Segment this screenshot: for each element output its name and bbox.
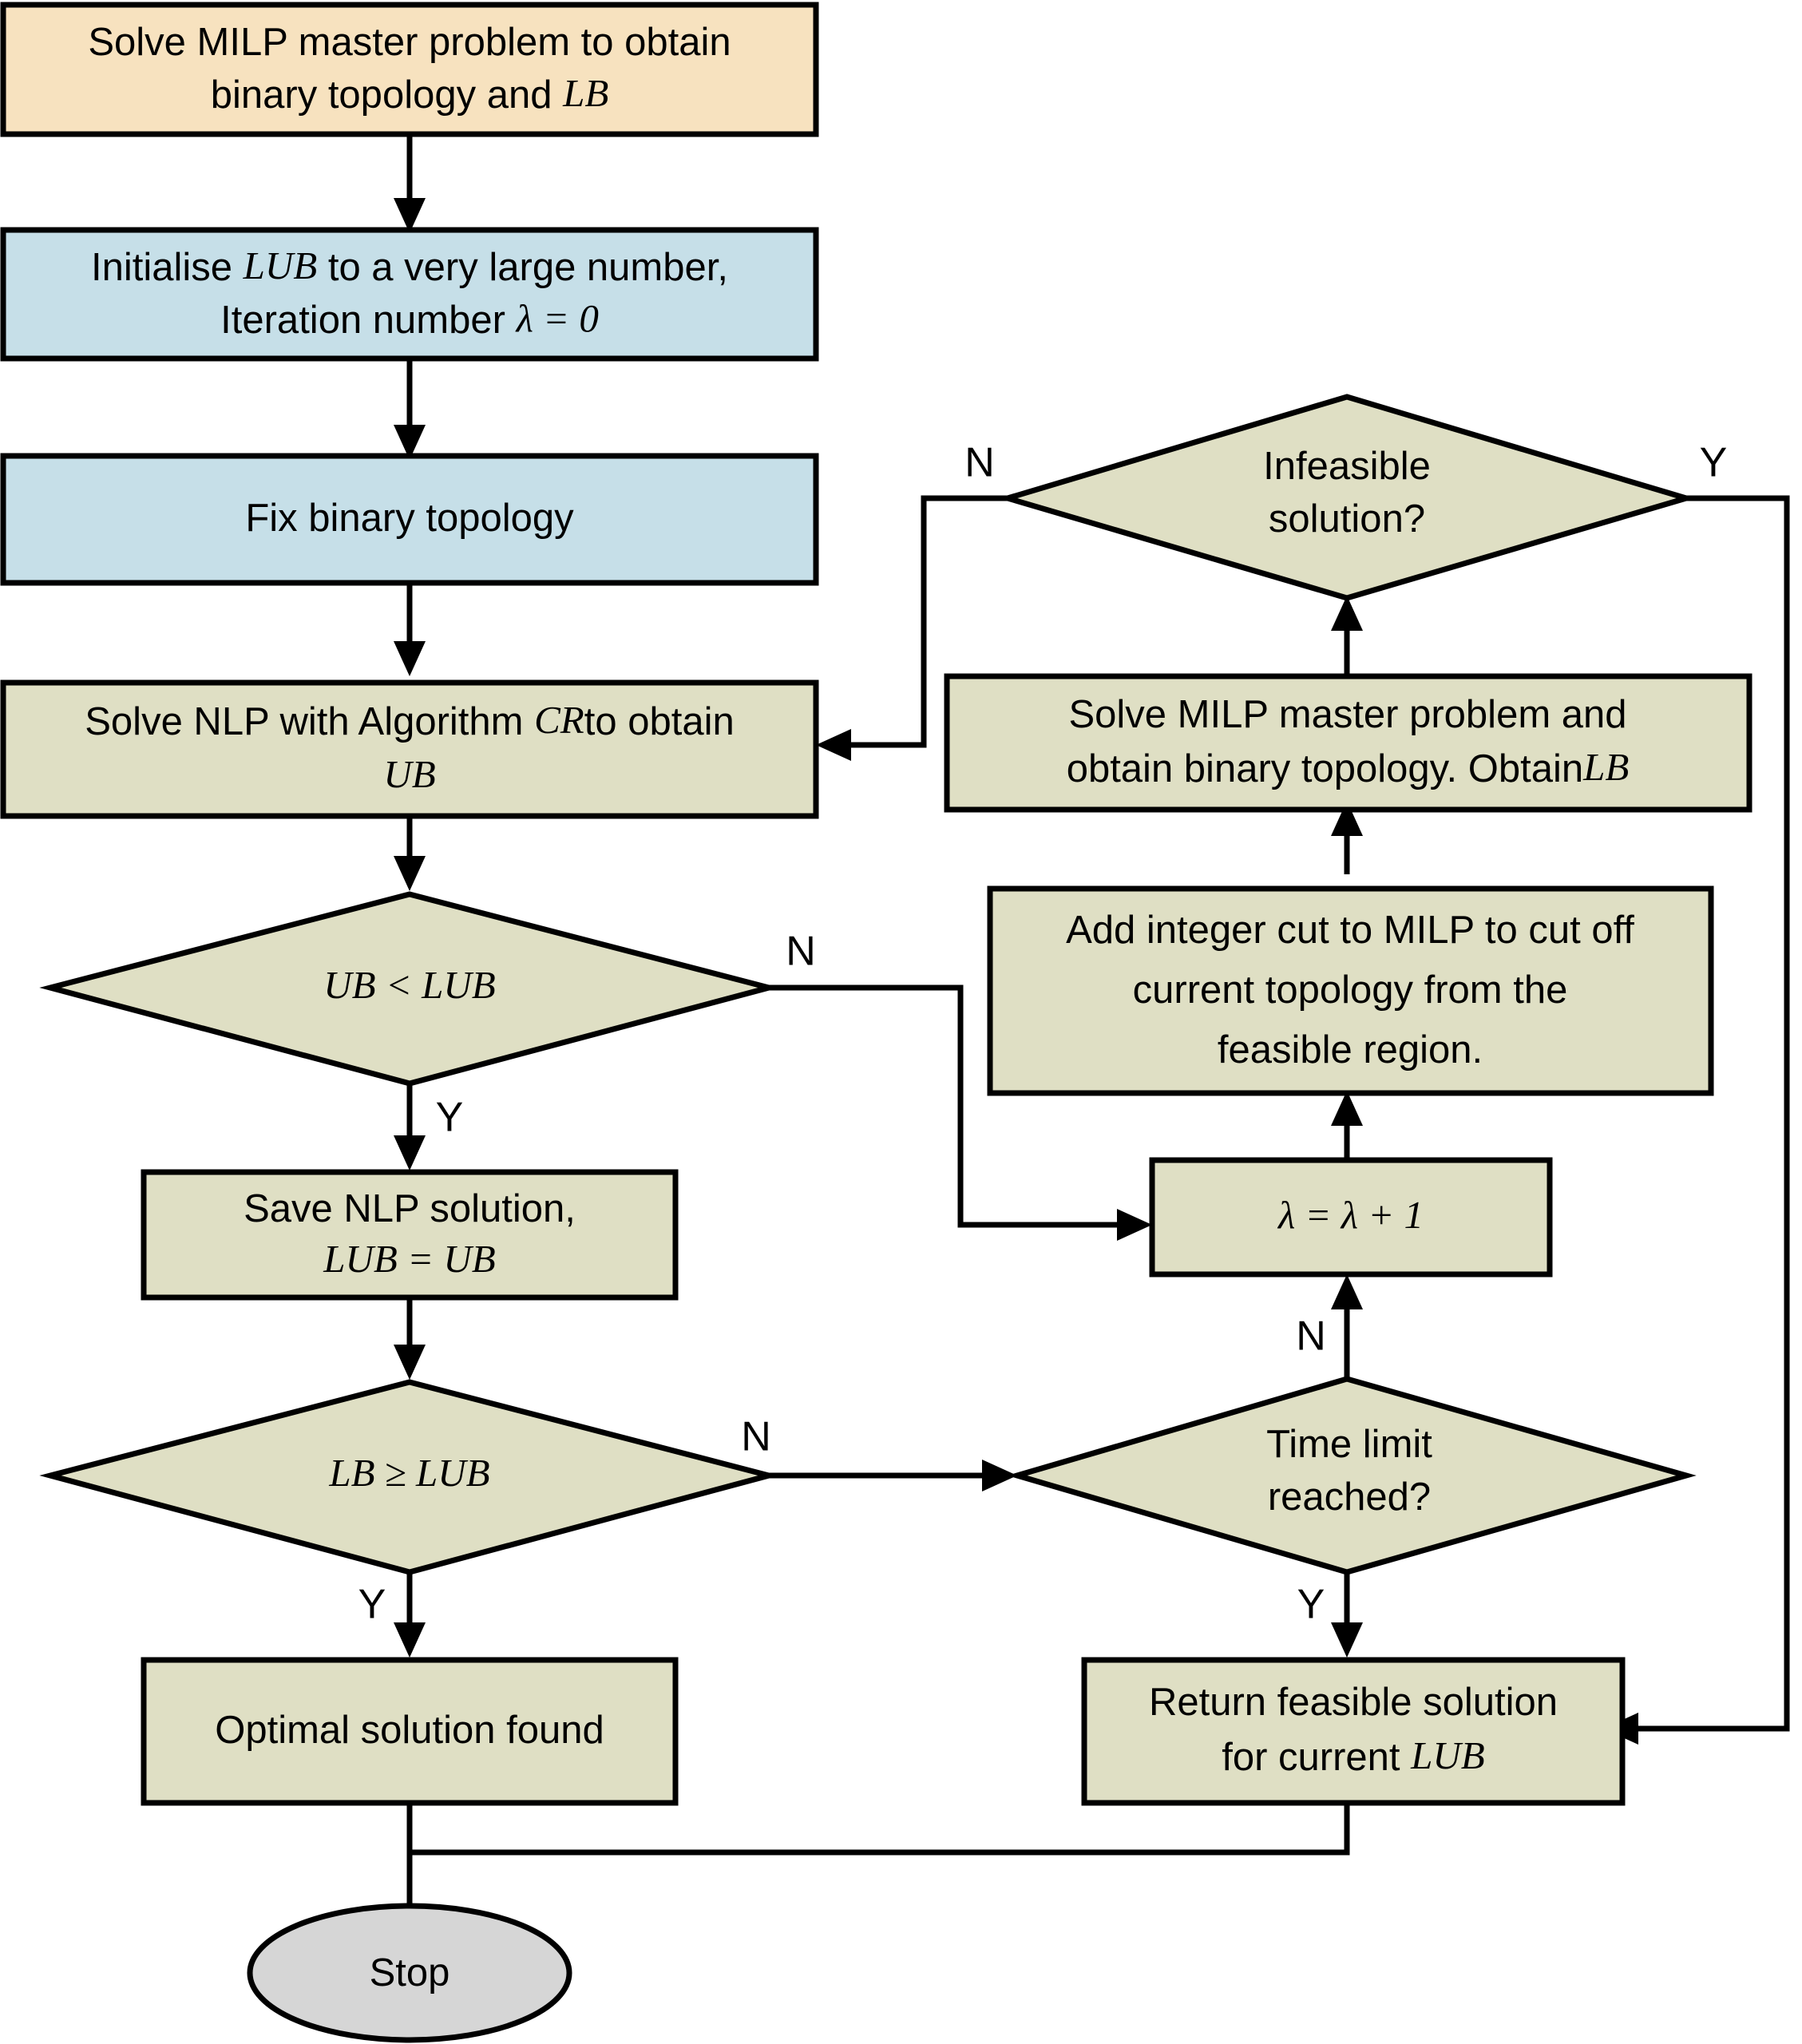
node-shape-fix-binary-topology[interactable]	[0, 453, 819, 586]
arrowhead-infeasible-no	[816, 729, 851, 761]
node-text-lb-ge-lub: LB ≥ LUB	[328, 1451, 489, 1495]
node-text-add-integer-cut-line3: feasible region.	[1218, 1028, 1483, 1072]
arrowhead-cut-to-milp	[1331, 801, 1363, 836]
node-text-stop: Stop	[370, 1951, 450, 1994]
node-solve-milp-master[interactable]: Solve MILP master problem to obtain bina…	[0, 2, 819, 137]
node-shape-save-nlp-solution[interactable]	[141, 1169, 679, 1301]
node-shape-ub-lt-lub[interactable]	[39, 891, 780, 1087]
node-text-save-nlp-solution-line2: LUB = UB	[323, 1237, 495, 1281]
node-shape-stop[interactable]	[247, 1903, 572, 2043]
branch-label-layer: N Y N Y N Y N Y	[358, 440, 1728, 1628]
node-text-solve-nlp-line1: Solve NLP with Algorithm CRto obtain	[85, 698, 734, 743]
node-ub-lt-lub[interactable]: UB < LUB	[39, 891, 780, 1087]
node-layer: Solve MILP master problem to obtain bina…	[0, 2, 1752, 2043]
branch-label-time-limit-no: N	[1296, 1313, 1326, 1360]
node-shape-solve-milp-obtain-lb[interactable]	[944, 673, 1752, 813]
node-return-feasible-solution[interactable]: Return feasible solution for current LUB	[1081, 1657, 1626, 1806]
node-text-add-integer-cut-line1: Add integer cut to MILP to cut off	[1066, 909, 1634, 952]
node-text-time-limit-reached-line1: Time limit	[1266, 1423, 1432, 1466]
node-shape-solve-nlp[interactable]	[0, 679, 819, 819]
node-text-initialise-lub-line2: Iteration number λ = 0	[220, 296, 599, 342]
node-shape-initialise-lub[interactable]	[0, 227, 819, 362]
node-save-nlp-solution[interactable]: Save NLP solution, LUB = UB	[141, 1169, 679, 1301]
arrowhead-timelimit-no	[1331, 1274, 1363, 1309]
branch-label-infeasible-yes: Y	[1700, 440, 1728, 486]
branch-label-infeasible-no: N	[964, 440, 995, 486]
node-text-fix-binary-topology: Fix binary topology	[245, 497, 574, 540]
node-shape-solve-milp-master[interactable]	[0, 2, 819, 137]
arrowhead-ublub-yes	[394, 1135, 426, 1171]
node-text-ub-lt-lub: UB < LUB	[323, 963, 495, 1007]
arrowhead-ublub-no	[1117, 1209, 1152, 1241]
node-infeasible-solution[interactable]: Infeasible solution?	[997, 394, 1697, 601]
node-text-solve-milp-obtain-lb-line2: obtain binary topology. ObtainLB	[1067, 745, 1630, 790]
node-text-initialise-lub-line1: Initialise LUB to a very large number,	[91, 244, 728, 289]
branch-label-lb-ge-lub-yes: Y	[358, 1582, 386, 1628]
node-shape-add-integer-cut[interactable]	[987, 885, 1714, 1096]
node-text-solve-milp-master-line2: binary topology and LB	[211, 71, 609, 117]
arrowhead-lblub-yes	[394, 1622, 426, 1658]
edge-ublub-no	[769, 984, 1133, 1228]
node-text-return-feasible-solution-line1: Return feasible solution	[1149, 1681, 1558, 1724]
node-shape-increment-lambda[interactable]	[1149, 1157, 1553, 1278]
node-time-limit-reached[interactable]: Time limit reached?	[1007, 1376, 1697, 1575]
arrowhead-nlp-to-ublub	[394, 856, 426, 891]
branch-label-ub-lt-lub-no: N	[786, 929, 816, 975]
node-text-infeasible-solution-line2: solution?	[1269, 497, 1425, 541]
node-add-integer-cut[interactable]: Add integer cut to MILP to cut off curre…	[987, 885, 1714, 1096]
node-text-optimal-solution-found: Optimal solution found	[215, 1709, 604, 1752]
node-shape-time-limit-reached[interactable]	[1007, 1376, 1697, 1575]
node-text-return-feasible-solution-line2: for current LUB	[1222, 1733, 1485, 1779]
edge-layer	[394, 134, 1790, 1943]
arrowhead-timelimit-yes	[1331, 1622, 1363, 1658]
node-solve-milp-obtain-lb[interactable]: Solve MILP master problem and obtain bin…	[944, 673, 1752, 813]
node-stop[interactable]: Stop	[247, 1903, 572, 2043]
arrowhead-fix-to-nlp	[394, 641, 426, 676]
node-fix-binary-topology[interactable]: Fix binary topology	[0, 453, 819, 586]
arrowhead-master-to-init	[394, 198, 426, 233]
edge-infeasible-yes	[1622, 495, 1790, 1732]
branch-label-lb-ge-lub-no: N	[741, 1414, 771, 1460]
node-optimal-solution-found[interactable]: Optimal solution found	[141, 1657, 679, 1806]
arrowhead-lblub-no	[982, 1460, 1017, 1491]
arrowhead-milp-to-infeasible	[1331, 596, 1363, 631]
arrowhead-init-to-fix	[394, 425, 426, 460]
node-text-save-nlp-solution-line1: Save NLP solution,	[244, 1187, 576, 1230]
node-text-solve-milp-master-line1: Solve MILP master problem to obtain	[88, 21, 731, 64]
node-initialise-lub[interactable]: Initialise LUB to a very large number, I…	[0, 227, 819, 362]
node-shape-infeasible-solution[interactable]	[997, 394, 1697, 601]
node-shape-lb-ge-lub[interactable]	[39, 1379, 780, 1575]
arrowhead-savenlp-to-lblub	[394, 1345, 426, 1380]
node-text-time-limit-reached-line2: reached?	[1268, 1476, 1431, 1519]
node-text-solve-milp-obtain-lb-line1: Solve MILP master problem and	[1068, 693, 1626, 736]
node-shape-return-feasible-solution[interactable]	[1081, 1657, 1626, 1806]
node-increment-lambda[interactable]: λ = λ + 1	[1149, 1157, 1553, 1278]
edge-infeasible-no	[835, 495, 1008, 748]
node-lb-ge-lub[interactable]: LB ≥ LUB	[39, 1379, 780, 1575]
branch-label-time-limit-yes: Y	[1297, 1582, 1325, 1628]
node-text-add-integer-cut-line2: current topology from the	[1133, 969, 1568, 1012]
node-solve-nlp[interactable]: Solve NLP with Algorithm CRto obtain UB	[0, 679, 819, 819]
arrowhead-lambda-to-cut	[1331, 1091, 1363, 1126]
branch-label-ub-lt-lub-yes: Y	[436, 1095, 464, 1141]
node-text-solve-nlp-line2: UB	[383, 752, 435, 796]
edge-returnfeasible-to-stop	[410, 1803, 1350, 1856]
node-text-infeasible-solution-line1: Infeasible	[1263, 445, 1431, 488]
node-shape-optimal-solution-found[interactable]	[141, 1657, 679, 1806]
node-text-increment-lambda: λ = λ + 1	[1277, 1193, 1424, 1237]
